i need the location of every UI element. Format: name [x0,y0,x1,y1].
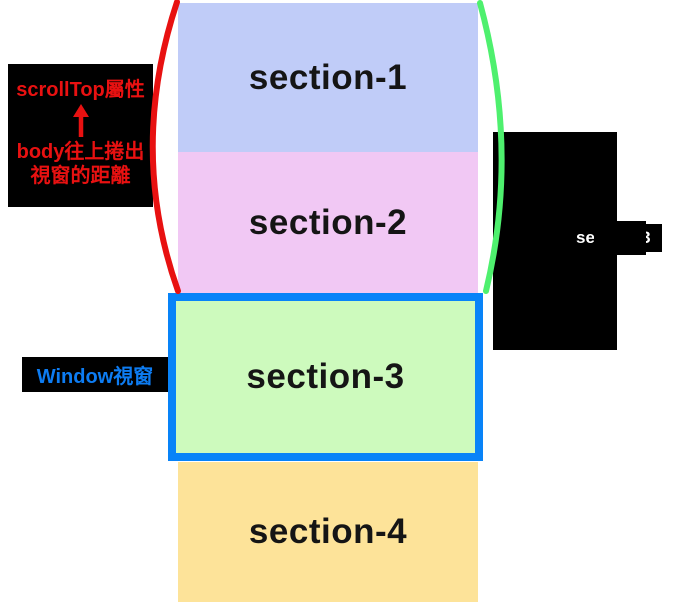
section-2-label: section-2 [248,202,408,242]
scrolltop-desc-line2: 視窗的距離 [30,165,131,187]
section-1-block: section-1 [178,3,478,152]
section-2-block: section-2 [178,152,478,293]
section-1-label: section-1 [248,57,408,97]
left-red-brace-curve [149,0,181,294]
section-3-block-window-frame: section-3 [168,293,483,461]
section-4-label: section-4 [248,512,408,551]
section-3-label: section-3 [246,357,405,396]
scrolltop-property-label: scrollTop屬性 [16,79,145,101]
black-redaction-bar [594,221,646,255]
section-4-block: section-4 [178,462,478,602]
scrolltop-desc-line1: body往上捲出 [16,141,145,163]
up-arrow-icon [72,103,90,139]
scrolltop-callout: scrollTop屬性 body往上捲出 視窗的距離 [8,64,153,207]
window-viewport-label-text: Window視窗 [36,366,154,388]
window-viewport-label: Window視窗 [22,357,168,392]
